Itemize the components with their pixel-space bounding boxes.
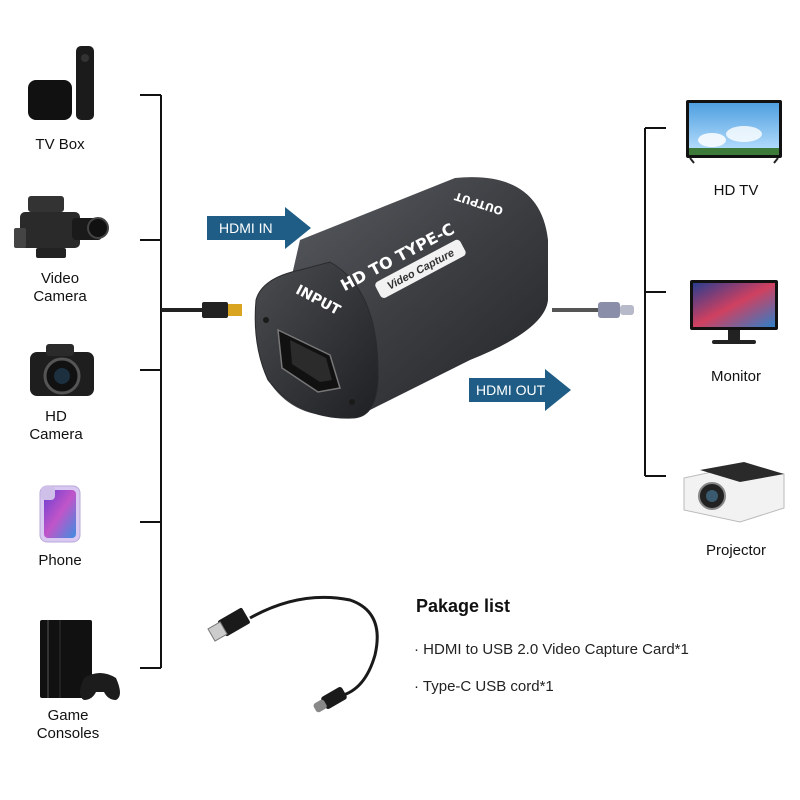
capture-device: Video Capture HD TO TYPE-C INPUT OUTPUT — [254, 177, 548, 419]
hdmi-cable-icon — [161, 302, 242, 318]
usb-cord-icon — [207, 595, 379, 713]
hdmi-out-arrow: HDMI OUT — [469, 369, 571, 411]
hd-tv-icon — [686, 100, 782, 164]
phone-icon — [39, 485, 81, 543]
game-console-icon — [40, 620, 120, 700]
hd-camera-icon — [30, 344, 94, 396]
output-bracket — [644, 127, 666, 477]
input-label-video-camera: Video Camera — [33, 270, 87, 305]
output-label-monitor: Monitor — [710, 368, 762, 385]
video-camera-icon — [14, 196, 109, 258]
hdmi-in-label: HDMI IN — [219, 220, 273, 236]
package-list-title: Pakage list — [416, 596, 511, 616]
input-label-hd-camera: HD Camera — [29, 408, 83, 443]
package-item-capture-card: · HDMI to USB 2.0 Video Capture Card*1 — [414, 641, 689, 658]
hdmi-in-arrow: HDMI IN — [207, 207, 311, 249]
input-label-game-consoles: Game Consoles — [36, 707, 100, 742]
input-label-tv-box: TV Box — [35, 136, 85, 153]
hdmi-out-label: HDMI OUT — [476, 382, 546, 398]
monitor-icon — [690, 280, 778, 344]
type-c-cable-icon — [552, 302, 634, 318]
output-label-hd-tv: HD TV — [713, 182, 759, 199]
input-label-phone: Phone — [38, 552, 82, 569]
input-bracket — [140, 94, 162, 669]
package-item-usb-cord: · Type-C USB cord*1 — [414, 678, 554, 695]
projector-icon — [683, 462, 785, 523]
output-label-projector: Projector — [705, 542, 767, 559]
tv-box-icon — [28, 46, 94, 120]
